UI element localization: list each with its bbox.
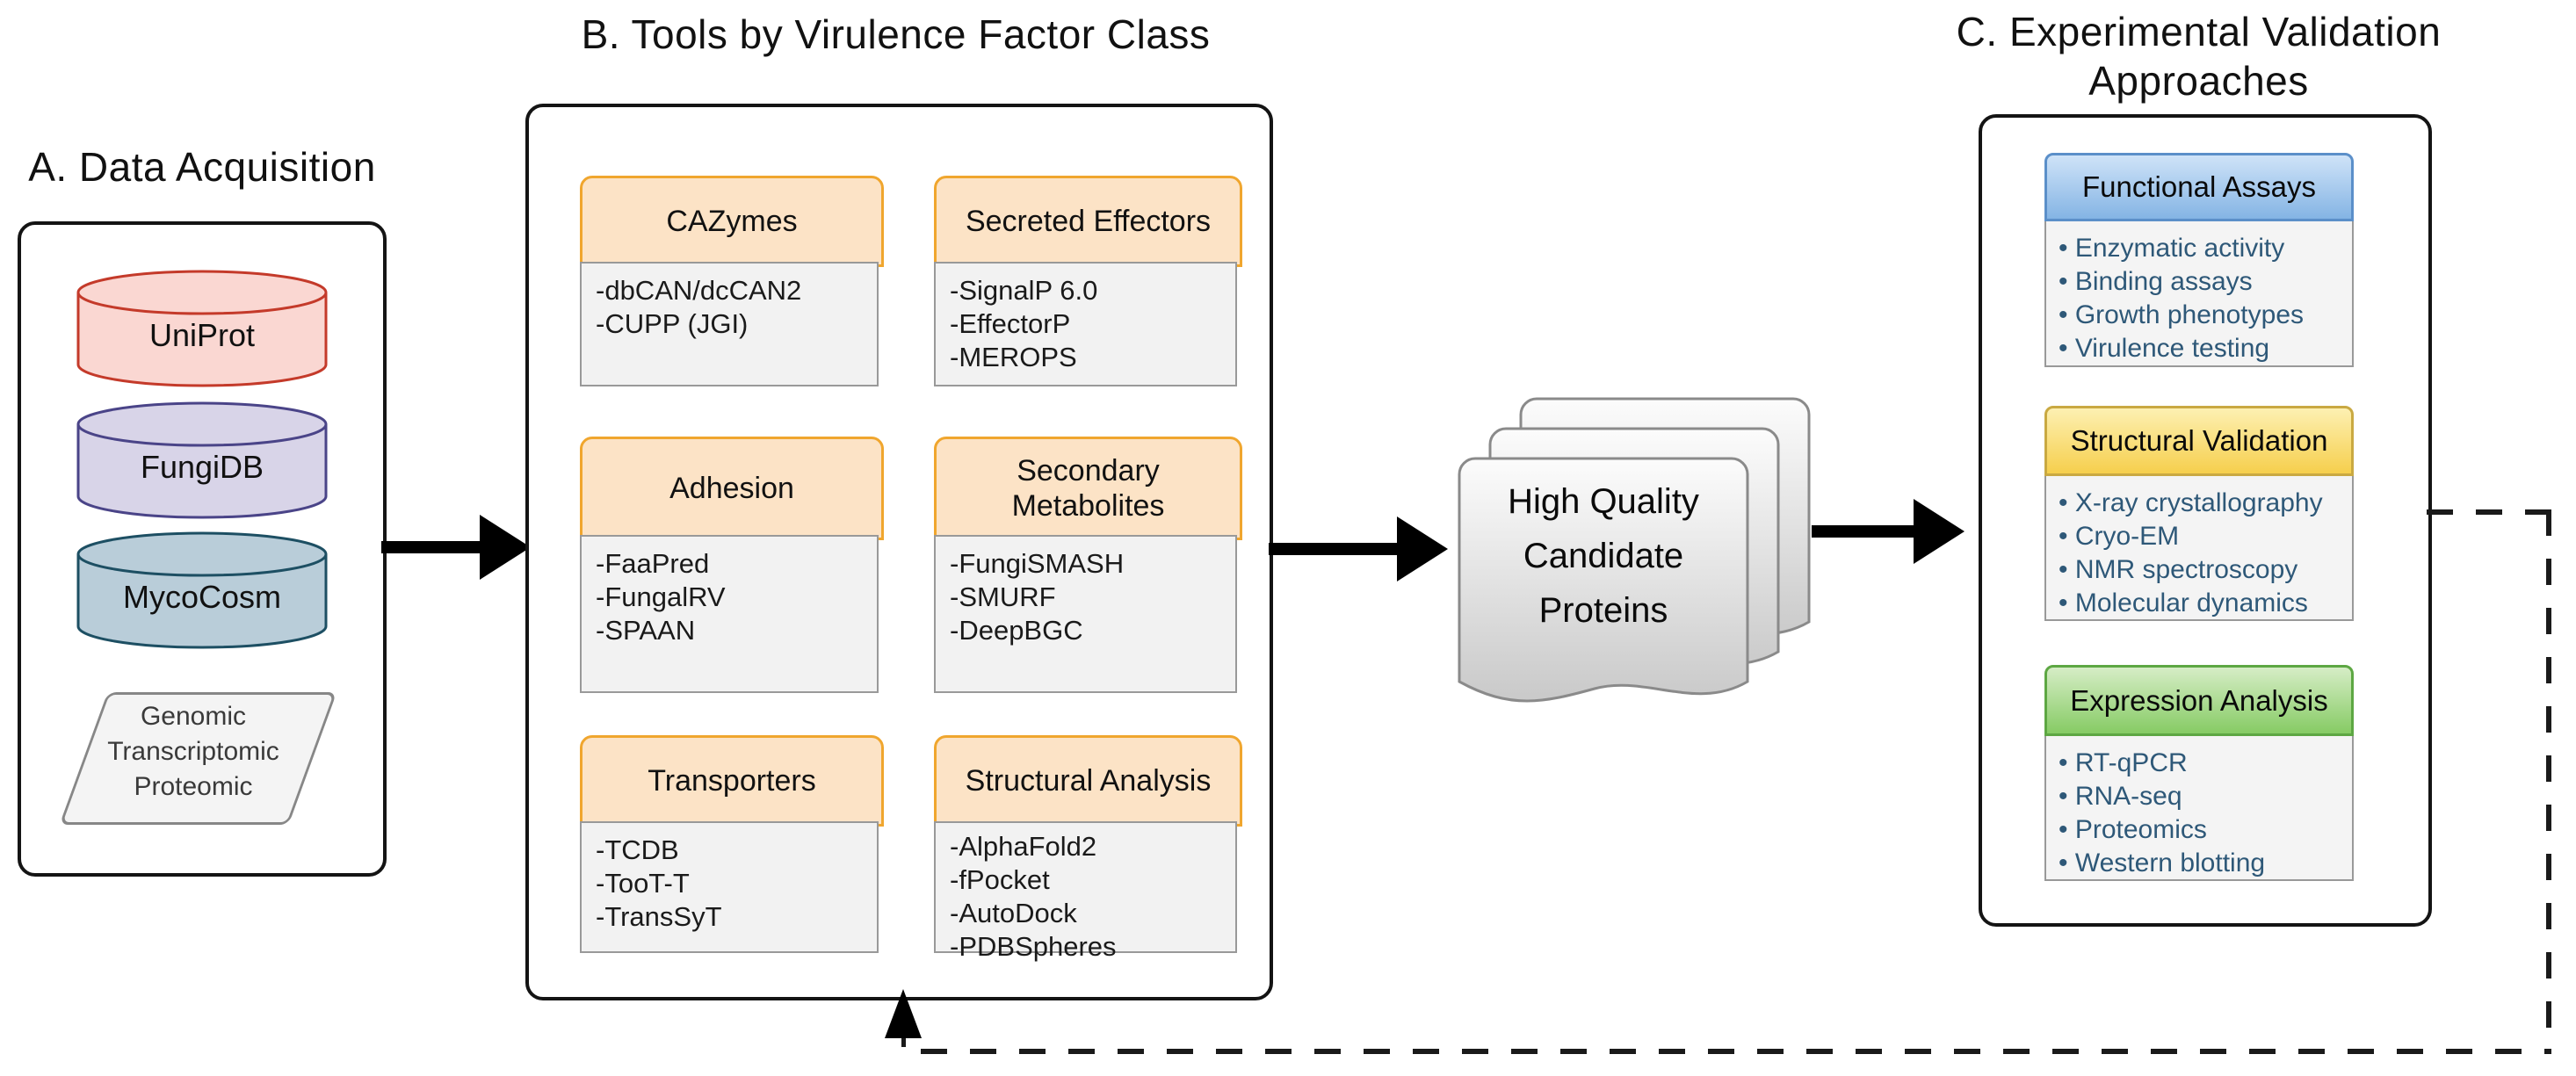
- validation-body-expression-analysis: RT-qPCR RNA-seq Proteomics Western blott…: [2044, 736, 2354, 881]
- section-c-title-line1: C. Experimental Validation: [1956, 9, 2442, 54]
- validation-item: X-ray crystallography: [2059, 487, 2352, 520]
- arrow-a-to-b-shaft: [381, 541, 483, 553]
- tool-box-header-label: Structural Analysis: [965, 764, 1212, 798]
- validation-header-structural-validation: Structural Validation: [2044, 406, 2354, 476]
- validation-header-expression-analysis: Expression Analysis: [2044, 665, 2354, 736]
- tool-box-body-cazymes: -dbCAN/dcCAN2 -CUPP (JGI): [580, 262, 879, 386]
- tool-item: -EffectorP: [950, 308, 1071, 339]
- tool-box-body-secreted-effectors: -SignalP 6.0 -EffectorP -MEROPS: [934, 262, 1237, 386]
- tool-item: -FungalRV: [596, 581, 726, 612]
- candidate-proteins-line: High Quality: [1508, 482, 1699, 521]
- tool-box-header-label: Secreted Effectors: [965, 205, 1212, 238]
- tool-item: -AutoDock: [950, 898, 1077, 928]
- validation-item: Enzymatic activity: [2059, 232, 2352, 265]
- database-cylinder-uniprot: [75, 269, 329, 388]
- tool-box-header-label: Transporters: [648, 764, 816, 798]
- database-label-mycocosm: MycoCosm: [122, 579, 282, 615]
- tool-box-header-transporters: Transporters: [580, 735, 884, 827]
- tool-item: -SignalP 6.0: [950, 275, 1098, 306]
- validation-item: Molecular dynamics: [2059, 587, 2352, 620]
- tool-item: -FaaPred: [596, 548, 710, 579]
- validation-item: Virulence testing: [2059, 332, 2352, 365]
- feedback-dash-right: [2546, 509, 2551, 1052]
- tool-box-header-label: Secondary Metabolites: [1011, 454, 1165, 523]
- database-label-fungidb: FungiDB: [140, 449, 264, 485]
- tool-box-body-structural-analysis: -AlphaFold2 -fPocket -AutoDock -PDBSpher…: [934, 821, 1237, 962]
- tool-item: -DeepBGC: [950, 615, 1083, 646]
- tool-box-header-secreted-effectors: Secreted Effectors: [934, 176, 1242, 267]
- feedback-dash-bottom: [921, 1049, 2551, 1054]
- tool-item: -SMURF: [950, 581, 1056, 612]
- data-type-line: Transcriptomic: [107, 737, 279, 766]
- arrow-b-to-stack-shaft: [1269, 543, 1399, 555]
- tool-item: -TooT-T: [596, 868, 690, 899]
- validation-header-label: Functional Assays: [2082, 170, 2316, 203]
- tool-box-body-secondary-metabolites: -FungiSMASH -SMURF -DeepBGC: [934, 535, 1237, 693]
- validation-item: RNA-seq: [2059, 780, 2352, 813]
- section-b-title: B. Tools by Virulence Factor Class: [581, 11, 1211, 57]
- data-type-line: Proteomic: [134, 772, 253, 801]
- tool-item: -PDBSpheres: [950, 931, 1117, 962]
- candidate-proteins-line: Candidate: [1523, 537, 1684, 575]
- cylinder-icon: [76, 401, 328, 519]
- database-cylinder-mycocosm: [75, 531, 329, 650]
- tool-box-header-cazymes: CAZymes: [580, 176, 884, 267]
- tool-box-body-transporters: -TCDB -TooT-T -TransSyT: [580, 821, 879, 953]
- validation-header-label: Expression Analysis: [2070, 683, 2328, 717]
- data-type-line: Genomic: [140, 702, 247, 731]
- validation-item: RT-qPCR: [2059, 747, 2352, 780]
- tool-box-header-label: Adhesion: [669, 472, 794, 505]
- validation-item: Proteomics: [2059, 813, 2352, 847]
- validation-item: Growth phenotypes: [2059, 299, 2352, 332]
- feedback-dash-top: [2427, 509, 2551, 515]
- validation-item: Binding assays: [2059, 265, 2352, 299]
- validation-body-functional-assays: Enzymatic activity Binding assays Growth…: [2044, 221, 2354, 367]
- validation-header-functional-assays: Functional Assays: [2044, 153, 2354, 221]
- cylinder-icon: [76, 270, 328, 387]
- tool-box-header-label: CAZymes: [666, 205, 798, 238]
- tool-item: -TCDB: [596, 834, 679, 865]
- arrow-stack-to-c-shaft: [1812, 525, 1915, 538]
- tool-item: -FungiSMASH: [950, 548, 1125, 579]
- tool-item: -AlphaFold2: [950, 831, 1097, 862]
- data-types-text: Genomic Transcriptomic Proteomic: [57, 699, 329, 805]
- database-label-uniprot: UniProt: [148, 317, 256, 353]
- validation-item: Western blotting: [2059, 847, 2352, 880]
- document-stack-icon: [1458, 397, 1811, 703]
- validation-header-label: Structural Validation: [2070, 424, 2328, 457]
- tool-item: -SPAAN: [596, 615, 696, 646]
- tool-box-header-secondary-metabolites: Secondary Metabolites: [934, 437, 1242, 540]
- tool-item: -fPocket: [950, 864, 1050, 895]
- tool-item: -dbCAN/dcCAN2: [596, 275, 802, 306]
- tool-box-header-adhesion: Adhesion: [580, 437, 884, 540]
- validation-item: Cryo-EM: [2059, 520, 2352, 553]
- database-cylinder-fungidb: [75, 401, 329, 520]
- tool-item: -MEROPS: [950, 342, 1077, 372]
- tool-item: -CUPP (JGI): [596, 308, 749, 339]
- arrow-a-to-b-head-icon: [480, 515, 531, 580]
- tool-box-header-structural-analysis: Structural Analysis: [934, 735, 1242, 827]
- section-a-title: A. Data Acquisition: [28, 144, 376, 190]
- section-c-title: C. Experimental Validation Approaches: [1928, 7, 2469, 105]
- section-c-title-line2: Approaches: [2088, 58, 2309, 104]
- validation-item: NMR spectroscopy: [2059, 553, 2352, 587]
- candidate-proteins-line: Proteins: [1538, 591, 1668, 630]
- tool-box-body-adhesion: -FaaPred -FungalRV -SPAAN: [580, 535, 879, 693]
- arrow-b-to-stack-head-icon: [1397, 516, 1448, 581]
- cylinder-icon: [76, 531, 328, 649]
- tool-item: -TransSyT: [596, 901, 722, 932]
- candidate-proteins-label: High Quality Candidate Proteins: [1459, 474, 1747, 638]
- feedback-arrow-head-icon: [885, 989, 922, 1038]
- validation-body-structural-validation: X-ray crystallography Cryo-EM NMR spectr…: [2044, 476, 2354, 621]
- arrow-stack-to-c-head-icon: [1914, 499, 1965, 564]
